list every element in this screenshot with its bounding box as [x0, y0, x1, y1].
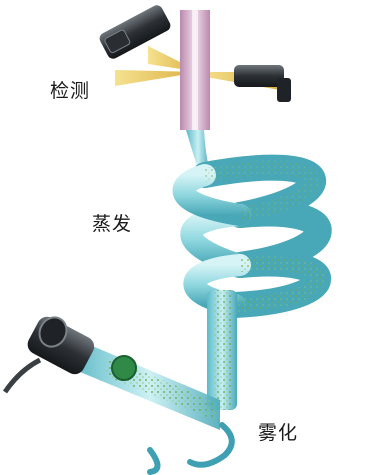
label-evaporation: 蒸发: [92, 209, 132, 236]
nebulizer-chamber: [80, 345, 220, 430]
label-detection: 检测: [50, 76, 90, 103]
drift-column: [180, 10, 210, 175]
transfer-tube: [207, 290, 237, 410]
photodetector-housing: [234, 65, 291, 102]
evaporation-coil: [183, 168, 318, 305]
label-nebulization: 雾化: [258, 418, 298, 445]
light-source-housing: [98, 3, 173, 61]
nebulizer-gas-housing: [5, 313, 98, 392]
drain-hook: [150, 425, 232, 472]
